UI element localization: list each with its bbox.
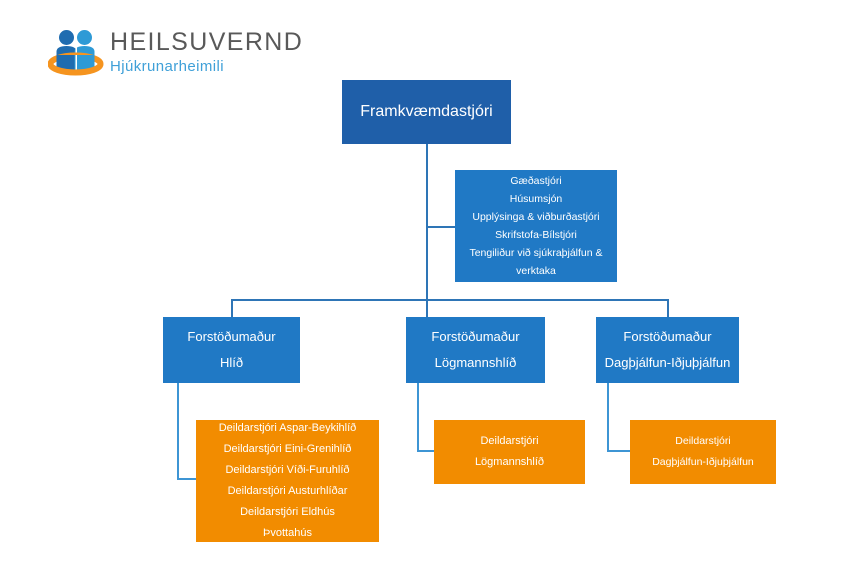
- connector-hlid-to-departments-v: [177, 383, 179, 480]
- staff-item: Skrifstofa-Bílstjóri: [495, 229, 577, 241]
- department-item: Lögmannshlíð: [474, 456, 545, 468]
- connector-manager-bus: [231, 299, 669, 301]
- brand-subtitle: Hjúkrunarheimili: [110, 58, 224, 75]
- department-item: Deildarstjóri Eini-Grenihlíð: [223, 443, 352, 455]
- staff-item: Gæðastjóri: [510, 175, 562, 187]
- node-executive[interactable]: Framkvæmdastjóri: [342, 80, 511, 144]
- brand-logo: HEILSUVERND Hjúkrunarheimili: [47, 24, 328, 86]
- department-item: Deildarstjóri Víði-Furuhlíð: [225, 464, 350, 476]
- staff-item: Upplýsinga & viðburðastjóri: [472, 211, 600, 223]
- node-departments-dagthjalfun[interactable]: Deildarstjóri Dagþjálfun-Iðjuþjálfun: [630, 420, 776, 484]
- node-staff-functions[interactable]: Gæðastjóri Húsumsjón Upplýsinga & viðbur…: [455, 170, 617, 282]
- connector-drop-hlid: [231, 299, 233, 317]
- department-item: Deildarstjóri Aspar-Beykihlíð: [218, 422, 357, 434]
- staff-item: Húsumsjón: [509, 193, 563, 205]
- department-item: Deildarstjóri: [675, 434, 731, 447]
- node-manager-dagthjalfun-unit: Dagþjálfun-Iðjuþjálfun: [604, 355, 731, 370]
- department-item: Deildarstjóri Eldhús: [240, 506, 335, 518]
- node-executive-label: Framkvæmdastjóri: [360, 103, 493, 120]
- connector-logmannshlid-to-departments-h: [417, 450, 446, 452]
- node-manager-hlid[interactable]: Forstöðumaður Hlíð: [163, 317, 300, 383]
- connector-dagthjalfun-to-departments-v: [607, 383, 609, 452]
- brand-wordmark: HEILSUVERND Hjúkrunarheimili: [110, 28, 303, 77]
- department-item: Deildarstjóri Austurhlíðar: [227, 485, 348, 497]
- node-departments-logmannshlid[interactable]: Deildarstjóri Lögmannshlíð: [434, 420, 585, 484]
- staff-item: Tengiliður við sjúkraþjálfun & verktaka: [469, 247, 603, 277]
- two-people-with-orange-ring-icon: [47, 26, 104, 82]
- brand-title: HEILSUVERND: [110, 28, 304, 56]
- connector-drop-logmannshlid: [426, 299, 428, 317]
- node-departments-hlid[interactable]: Deildarstjóri Aspar-Beykihlíð Deildarstj…: [196, 420, 379, 542]
- node-manager-logmannshlid-unit: Lögmannshlíð: [434, 355, 517, 370]
- connector-hlid-to-departments-h: [177, 478, 208, 480]
- department-item: Þvottahús: [263, 527, 312, 539]
- connector-logmannshlid-to-departments-v: [417, 383, 419, 452]
- connector-executive-to-staff: [426, 226, 456, 228]
- connector-executive-trunk: [426, 143, 428, 300]
- node-manager-dagthjalfun[interactable]: Forstöðumaður Dagþjálfun-Iðjuþjálfun: [596, 317, 739, 383]
- node-manager-logmannshlid[interactable]: Forstöðumaður Lögmannshlíð: [406, 317, 545, 383]
- connector-dagthjalfun-to-departments-h: [607, 450, 636, 452]
- department-item: Dagþjálfun-Iðjuþjálfun: [652, 456, 754, 468]
- node-manager-logmannshlid-role: Forstöðumaður: [431, 329, 520, 344]
- node-manager-dagthjalfun-role: Forstöðumaður: [623, 329, 712, 344]
- node-manager-hlid-unit: Hlíð: [219, 355, 244, 370]
- connector-drop-dagthjalfun: [667, 299, 669, 317]
- node-manager-hlid-role: Forstöðumaður: [187, 329, 276, 344]
- department-item: Deildarstjóri: [480, 435, 539, 447]
